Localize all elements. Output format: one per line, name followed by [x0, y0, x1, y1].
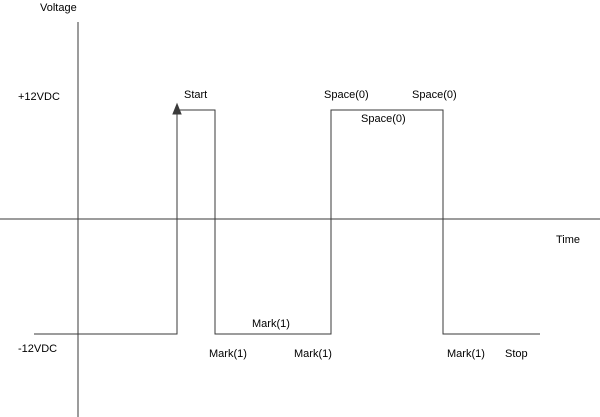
stop-label: Stop — [505, 348, 528, 360]
space0-label-1: Space(0) — [324, 89, 369, 101]
high-level-label: +12VDC — [18, 91, 60, 103]
mark1-label-1: Mark(1) — [252, 318, 290, 330]
mark1-label-4: Mark(1) — [447, 348, 485, 360]
voltage-axis-label: Voltage — [40, 2, 77, 14]
mark1-label-2: Mark(1) — [209, 348, 247, 360]
mark1-label-3: Mark(1) — [294, 348, 332, 360]
waveform-trace — [34, 109, 540, 335]
space0-label-2: Space(0) — [412, 89, 457, 101]
start-label: Start — [184, 89, 208, 101]
time-axis-label: Time — [556, 234, 581, 246]
space0-label-3: Space(0) — [361, 113, 406, 125]
low-level-label: -12VDC — [18, 343, 58, 355]
start-arrow-head — [172, 102, 182, 115]
